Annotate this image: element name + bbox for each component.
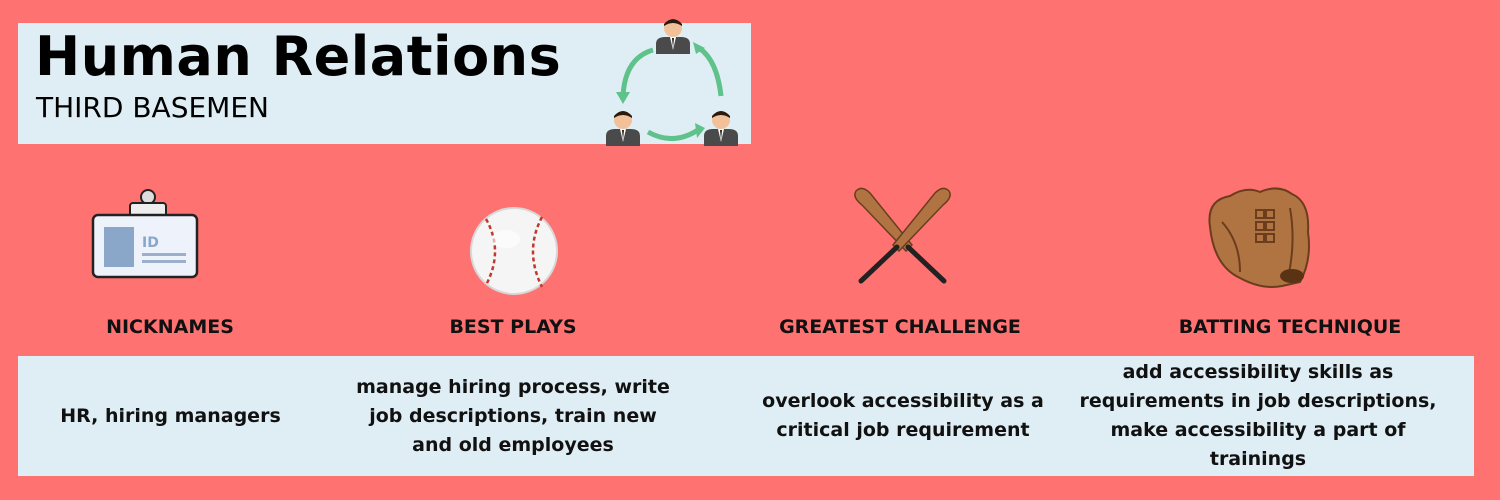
crossed-bats-icon bbox=[854, 187, 951, 284]
batting-technique-label: BATTING TECHNIQUE bbox=[1178, 316, 1402, 338]
baseball-icon bbox=[470, 207, 558, 295]
people-cycle-icon bbox=[606, 19, 738, 146]
id-badge-icon: ID bbox=[91, 189, 199, 279]
nicknames-label: NICKNAMES bbox=[106, 316, 234, 338]
greatest-challenge-text: overlook accessibility as a critical job… bbox=[762, 390, 1044, 441]
batting-technique-text: add accessibility skills as requirements… bbox=[1079, 361, 1437, 470]
header-panel: Human Relations THIRD BASEMEN bbox=[18, 19, 751, 146]
baseball-glove-icon bbox=[1208, 187, 1310, 288]
svg-text:ID: ID bbox=[142, 235, 159, 251]
greatest-challenge-label: GREATEST CHALLENGE bbox=[779, 316, 1021, 338]
best-plays-label: BEST PLAYS bbox=[449, 316, 577, 338]
page-subtitle: THIRD BASEMEN bbox=[36, 91, 269, 124]
info-panel: HR, hiring managers manage hiring proces… bbox=[18, 356, 1474, 476]
page-title: Human Relations bbox=[35, 25, 562, 88]
best-plays-text: manage hiring process, write job descrip… bbox=[356, 375, 670, 456]
nicknames-text: HR, hiring managers bbox=[60, 404, 281, 427]
